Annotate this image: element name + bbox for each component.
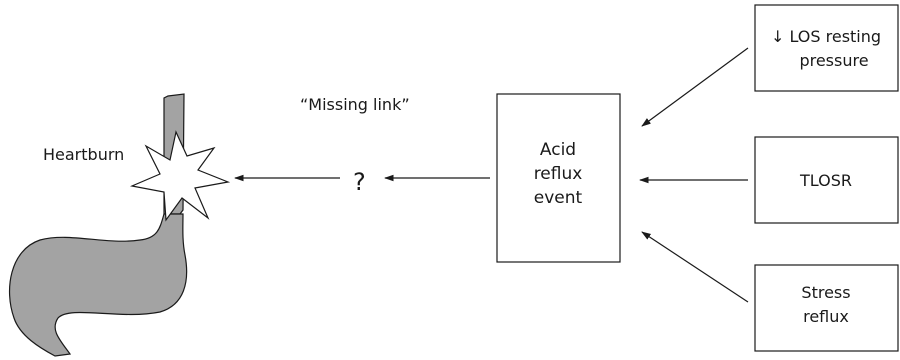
arrow-los-to-reflux xyxy=(641,47,749,127)
los-resting-pressure-line-1: ↓ LOS resting xyxy=(771,27,881,46)
stomach-illustration xyxy=(8,93,188,357)
missing-link-label: “Missing link” xyxy=(300,95,410,114)
acid-reflux-line-2: reflux xyxy=(534,164,583,184)
stress-reflux-frame xyxy=(754,264,899,352)
los-resting-pressure-box: ↓ LOS resting pressure xyxy=(754,4,899,92)
los-resting-pressure-line-2: pressure xyxy=(799,51,868,70)
acid-reflux-line-3: event xyxy=(534,188,583,208)
tlosr-box: TLOSR xyxy=(754,136,899,224)
heartburn-label: Heartburn xyxy=(43,145,124,164)
arrows xyxy=(234,47,749,303)
acid-reflux-event-frame xyxy=(496,93,621,263)
stomach-shape xyxy=(8,213,188,357)
acid-reflux-line-1: Acid xyxy=(540,140,576,160)
stress-reflux-box: Stress reflux xyxy=(754,264,899,352)
question-mark-label: ? xyxy=(353,168,366,196)
stress-reflux-line-1: Stress xyxy=(801,283,850,302)
heartburn-burst-icon xyxy=(129,130,231,222)
los-resting-pressure-frame xyxy=(754,4,899,92)
tlosr-frame xyxy=(754,136,899,224)
tlosr-label: TLOSR xyxy=(799,171,852,190)
arrow-stress-to-reflux xyxy=(641,231,749,303)
acid-reflux-event-box: Acid reflux event xyxy=(496,93,621,263)
stress-reflux-line-2: reflux xyxy=(803,307,849,326)
